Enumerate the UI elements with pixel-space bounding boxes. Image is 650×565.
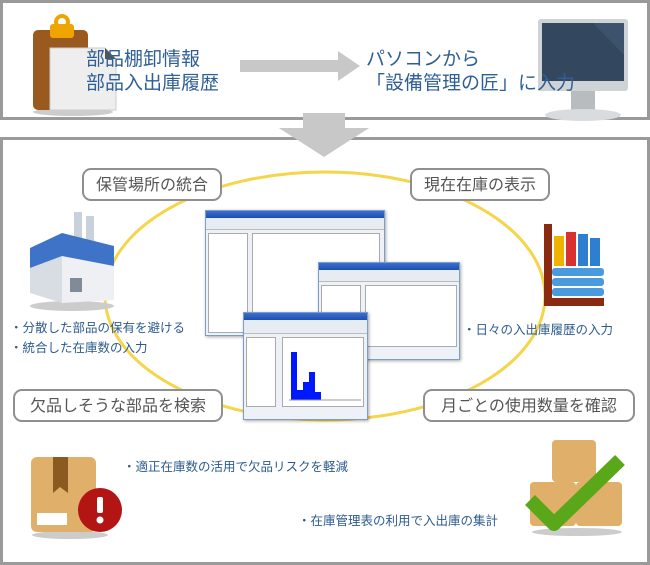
feature-bullet: ・適正在庫数の活用で欠品リスクを軽減 — [123, 459, 349, 474]
box-alert-icon — [28, 455, 123, 544]
arrow-right-icon — [240, 51, 360, 85]
feature-label-storage: 保管場所の統合 — [82, 168, 222, 201]
feature-label-stock-display: 現在在庫の表示 — [410, 168, 550, 201]
app-screenshot-chart — [243, 312, 368, 420]
arrow-down-head — [279, 128, 369, 161]
feature-label-shortage-search: 欠品しそうな部品を検索 — [13, 389, 223, 422]
factory-icon — [22, 208, 122, 317]
feature-bullet: ・分散した部品の保有を避ける — [10, 320, 186, 335]
source-line-2: 部品入出庫履歴 — [86, 72, 220, 94]
monitor-icon — [533, 15, 633, 134]
target-line-1: パソコンから — [366, 48, 481, 70]
target-line-2: 「設備管理の匠」に入力 — [366, 72, 576, 94]
clipboard-icon — [28, 12, 118, 122]
feature-bullet: ・在庫管理表の利用で入出庫の集計 — [298, 513, 499, 528]
feature-bullet: ・統合した在庫数の入力 — [10, 340, 148, 355]
feature-label-monthly-usage: 月ごとの使用数量を確認 — [423, 389, 635, 422]
usage-bar-chart-icon — [289, 352, 361, 401]
feature-bullet: ・日々の入出庫履歴の入力 — [463, 322, 614, 337]
app-screenshot-history — [318, 262, 460, 360]
boxes-check-icon — [522, 438, 627, 542]
source-line-1: 部品棚卸情報 — [86, 48, 201, 70]
bookshelf-icon — [540, 222, 610, 316]
